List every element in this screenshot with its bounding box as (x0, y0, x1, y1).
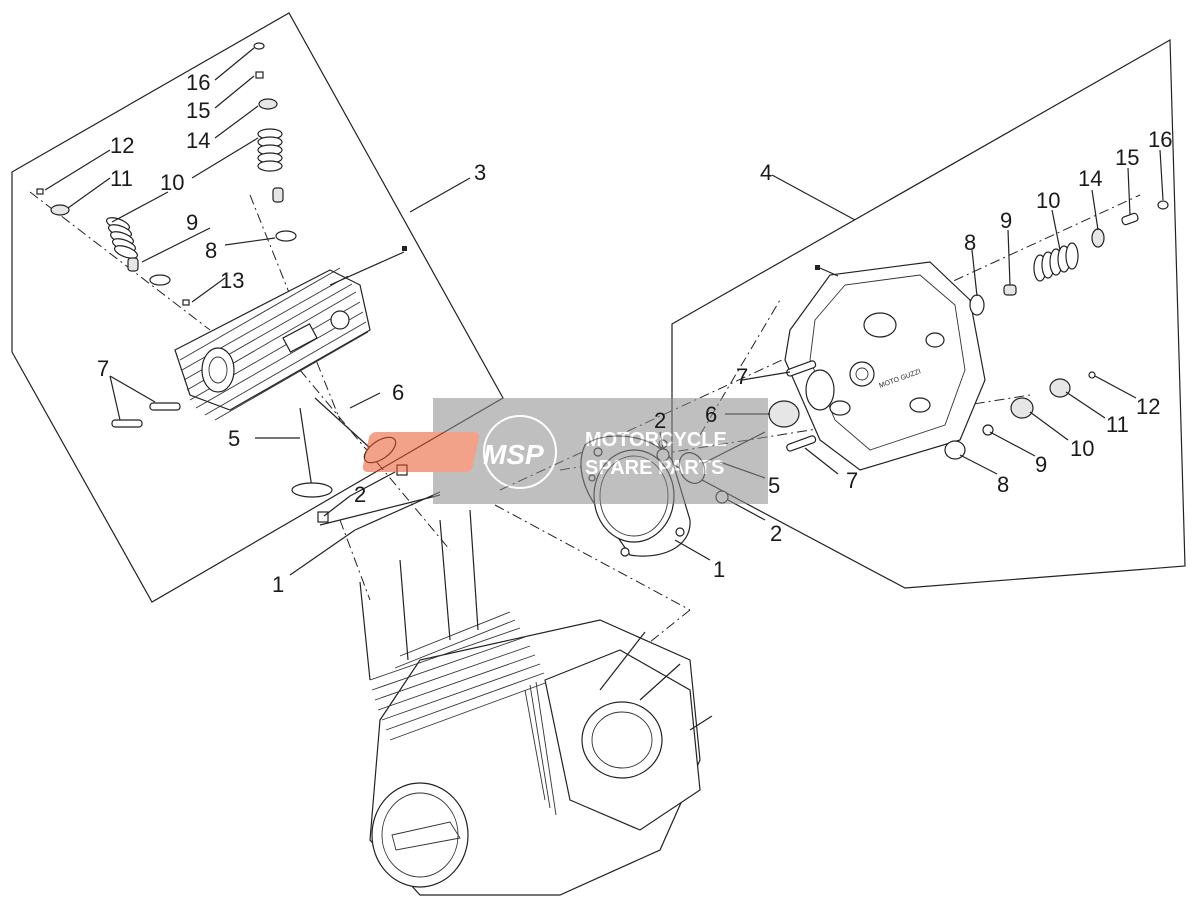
callout-10-right-bottom: 10 (1070, 436, 1094, 461)
left-leader-lines (44, 47, 441, 576)
callout-14-left: 14 (186, 128, 210, 153)
watermark-logo: MSP (483, 439, 544, 470)
left-assembly-panel (11, 12, 504, 603)
callout-1-right: 1 (713, 557, 725, 582)
callout-2-left: 2 (354, 482, 366, 507)
callout-3: 3 (474, 160, 486, 185)
callout-9-right-top: 9 (1000, 208, 1012, 233)
callout-1-left: 1 (272, 572, 284, 597)
callout-12-right: 12 (1136, 394, 1160, 419)
callout-7-right-bottom: 7 (846, 468, 858, 493)
callout-numbers: 16 15 14 12 11 10 9 8 13 3 7 6 5 2 1 4 1… (97, 70, 1172, 597)
callout-8-left: 8 (205, 238, 217, 263)
callout-16-right: 16 (1148, 127, 1172, 152)
watermark-line1: MOTORCYCLE (585, 429, 727, 451)
watermark-line2: SPARE PARTS (585, 457, 724, 479)
callout-12-left: 12 (110, 133, 134, 158)
callout-8-right-bottom: 8 (997, 472, 1009, 497)
callout-10-left: 10 (160, 170, 184, 195)
callout-5-left: 5 (228, 426, 240, 451)
engine-block (359, 509, 713, 896)
callout-16-left: 16 (186, 70, 210, 95)
callout-2-right-bottom: 2 (770, 521, 782, 546)
callout-6-left: 6 (392, 380, 404, 405)
watermark: MSP MOTORCYCLE SPARE PARTS (362, 398, 768, 504)
callout-15-left: 15 (186, 98, 210, 123)
callout-11-left: 11 (110, 166, 133, 191)
callout-13-left: 13 (220, 268, 244, 293)
callout-6-right: 6 (705, 402, 717, 427)
callout-8-right-top: 8 (964, 230, 976, 255)
callout-11-right: 11 (1106, 412, 1129, 437)
callout-14-right: 14 (1078, 166, 1102, 191)
callout-4: 4 (760, 160, 772, 185)
callout-7-left: 7 (97, 356, 109, 381)
callout-15-right: 15 (1115, 145, 1139, 170)
callout-2-right-top: 2 (654, 408, 666, 433)
callout-10-right-top: 10 (1036, 188, 1060, 213)
callout-7-right-top: 7 (736, 364, 748, 389)
callout-9-left: 9 (186, 210, 198, 235)
right-valve-parts (656, 200, 1169, 504)
right-cylinder-head: MOTO GUZZI (784, 261, 986, 471)
left-cylinder-head (174, 267, 371, 421)
callout-9-right-bottom: 9 (1035, 452, 1047, 477)
callout-5-right: 5 (768, 473, 780, 498)
